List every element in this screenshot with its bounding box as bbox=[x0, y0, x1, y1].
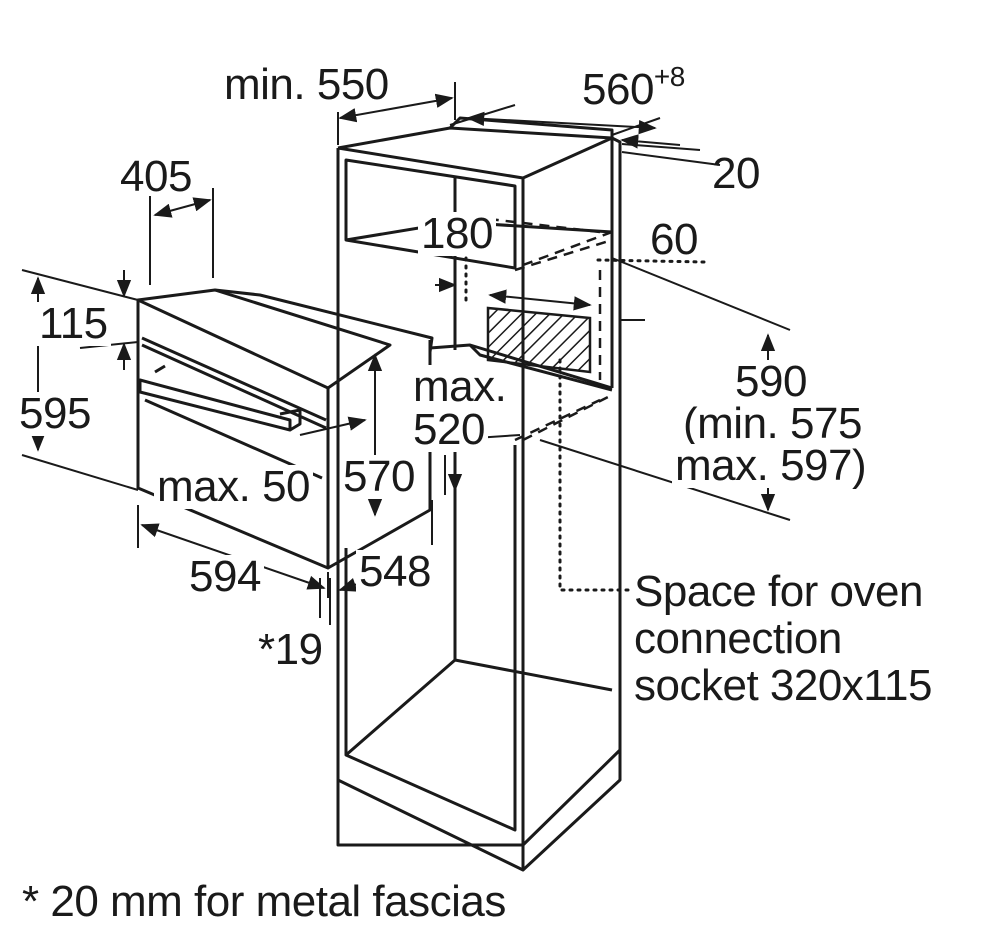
oven-front bbox=[136, 298, 330, 570]
dim-max-label: max. bbox=[410, 365, 510, 409]
oven-top bbox=[137, 288, 392, 390]
dim-570: 570 bbox=[340, 455, 418, 499]
dim-60: 60 bbox=[650, 215, 698, 264]
dim-405: 405 bbox=[120, 152, 192, 201]
dim-548: 548 bbox=[356, 550, 434, 594]
footnote: * 20 mm for metal fascias bbox=[22, 877, 506, 926]
dim-min-550: min. 550 bbox=[224, 60, 389, 109]
dim-520: 520 bbox=[410, 408, 488, 452]
dim-115: 115 bbox=[36, 302, 111, 346]
dim-19-footnoted: *19 bbox=[258, 625, 323, 674]
dim-595: 595 bbox=[16, 392, 94, 436]
dim-590: 590 bbox=[732, 360, 810, 404]
dim-max-50: max. 50 bbox=[154, 465, 314, 509]
dim-560-tolerance: +8 bbox=[653, 61, 685, 92]
dim-20: 20 bbox=[712, 149, 760, 198]
dim-560-plus-8: 560+8 bbox=[582, 63, 685, 114]
dim-min-575: (min. 575 bbox=[680, 402, 865, 446]
oven bbox=[136, 288, 434, 570]
socket-area bbox=[486, 306, 592, 374]
dim-180: 180 bbox=[418, 212, 496, 256]
cabinet-right-side bbox=[521, 136, 622, 847]
oven-handle bbox=[138, 378, 292, 432]
cabinet-lower bbox=[336, 545, 523, 847]
socket-note-line2: connection bbox=[634, 614, 842, 663]
dim-560: 560 bbox=[582, 65, 654, 114]
socket-note-line3: socket 320x115 bbox=[634, 661, 932, 710]
socket-leader bbox=[464, 248, 707, 592]
socket-note-line1: Space for oven bbox=[634, 567, 923, 616]
dim-594: 594 bbox=[186, 555, 264, 599]
dim-max-597: max. 597) bbox=[672, 444, 870, 488]
